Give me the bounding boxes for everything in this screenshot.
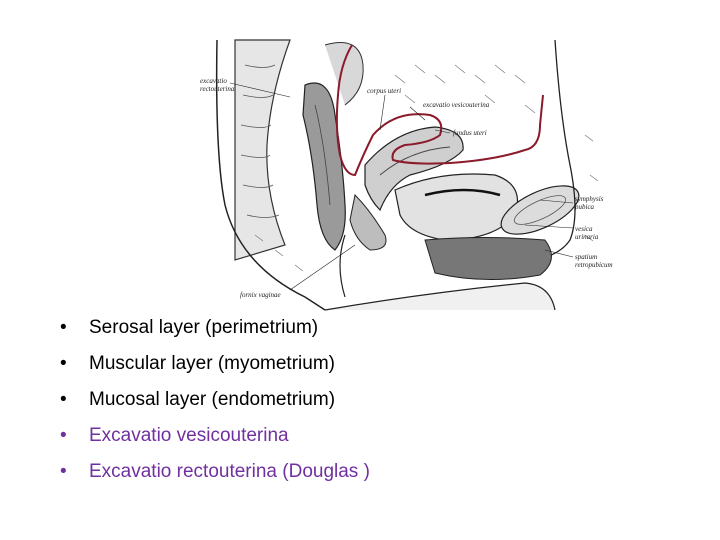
list-item: • Excavatio vesicouterina: [60, 421, 370, 457]
bullet-dot: •: [60, 425, 67, 446]
label-spatium-1: spatium: [575, 253, 597, 261]
list-item: • Serosal layer (perimetrium): [60, 313, 370, 349]
rectum-shape: [302, 82, 346, 251]
sacrum-shape: [234, 39, 291, 261]
bullet-text: Mucosal layer (endometrium): [89, 389, 336, 410]
bullet-dot: •: [60, 317, 67, 338]
uterus-shape: [364, 126, 464, 212]
bullet-dot: •: [60, 389, 67, 410]
pelvis-sagittal-section: excavatio rectouterina corpus uteri exca…: [200, 39, 613, 311]
label-excavatio-rectouterina-2: rectouterina: [200, 85, 235, 93]
label-excavatio-vesicouterina: excavatio vesicouterina: [423, 101, 490, 109]
label-excavatio-rectouterina-1: excavatio: [200, 77, 227, 85]
label-vesica-2: urinaria: [575, 233, 599, 241]
bullet-text: Excavatio rectouterina (Douglas ): [89, 461, 370, 482]
label-vesica-1: vesica: [575, 225, 593, 233]
bullet-text: Serosal layer (perimetrium): [89, 317, 319, 338]
peritoneum-line: [335, 44, 544, 177]
bullet-list: • Serosal layer (perimetrium) • Muscular…: [60, 313, 370, 493]
anatomy-figure: excavatio rectouterina corpus uteri exca…: [195, 35, 645, 315]
label-fundus-uteri: fundus uteri: [453, 129, 487, 137]
label-symphysis-1: symphysis: [575, 195, 604, 203]
list-item: • Excavatio rectouterina (Douglas ): [60, 457, 370, 493]
label-symphysis-2: pubica: [574, 203, 595, 211]
bullet-dot: •: [60, 461, 67, 482]
bullet-text: Excavatio vesicouterina: [89, 425, 289, 446]
bullet-text: Muscular layer (myometrium): [89, 353, 335, 374]
vulva-shape: [424, 237, 552, 281]
list-item: • Muscular layer (myometrium): [60, 349, 370, 385]
label-fornix-vaginae: fornix vaginae: [240, 291, 281, 299]
label-spatium-2: retropubicum: [575, 261, 613, 269]
list-item: • Mucosal layer (endometrium): [60, 385, 370, 421]
label-corpus-uteri: corpus uteri: [367, 87, 401, 95]
bladder-shape: [394, 173, 519, 241]
bullet-dot: •: [60, 353, 67, 374]
